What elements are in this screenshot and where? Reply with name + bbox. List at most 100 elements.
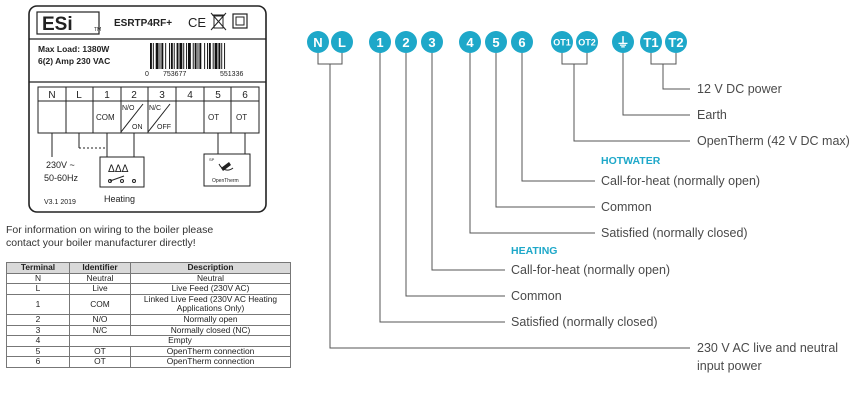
cell-terminal: 6 <box>6 356 70 368</box>
plate-terminal-4: 4 <box>187 90 193 101</box>
logo-box <box>36 11 100 35</box>
cell-terminal: L <box>6 283 70 295</box>
badge-ot2: OT2 <box>576 31 598 53</box>
plate-terminal-n: N <box>48 90 55 101</box>
header-identifier: Identifier <box>69 262 131 274</box>
badge-2: 2 <box>395 31 417 53</box>
frequency-label: 50-60Hz <box>44 173 79 183</box>
badge-text: ⏚ <box>616 35 629 50</box>
info-line-2: contact your boiler manufacturer directl… <box>6 237 196 249</box>
svg-text:SP: SP <box>209 157 215 162</box>
description-line: OpenTherm connection <box>166 356 255 367</box>
ot-label-5: OT <box>208 113 219 122</box>
label-power-line2: input power <box>697 359 762 373</box>
badge-ot1: OT1 <box>551 31 573 53</box>
label-hw-satisfied: Satisfied (normally closed) <box>601 226 748 240</box>
badge-text: N <box>313 35 322 50</box>
cell-description: Normally open <box>130 313 291 326</box>
label-h-call-for-heat: Call-for-heat (normally open) <box>511 263 670 277</box>
badge-3: 3 <box>421 31 443 53</box>
section-hotwater: HOTWATER <box>601 155 661 167</box>
label-12v: 12 V DC power <box>697 82 782 96</box>
plate-terminal-3: 3 <box>159 90 165 101</box>
trademark: TM <box>94 27 101 33</box>
label-h-common: Common <box>511 289 562 303</box>
label-earth: Earth <box>697 108 727 122</box>
leader-lines <box>317 53 690 349</box>
barcode-right: 551336 <box>220 71 243 78</box>
section-heating: HEATING <box>511 245 557 257</box>
badge-text: OT1 <box>553 38 571 48</box>
description-line: Applications Only) <box>176 303 245 314</box>
opentherm-icon: SP OpenTherm <box>209 157 239 184</box>
badge-text: 4 <box>466 35 474 50</box>
off-label: OFF <box>157 124 171 131</box>
cell-terminal: 5 <box>6 345 70 358</box>
plate-wiring <box>51 133 251 188</box>
label-opentherm: OpenTherm (42 V DC max) <box>697 134 850 148</box>
brand-logo: ESi <box>42 14 73 35</box>
max-load: Max Load: 1380W <box>38 44 110 54</box>
cell-identifier: OT <box>69 356 131 368</box>
badge-t2: T2 <box>665 31 687 53</box>
plate-terminal-1: 1 <box>104 90 110 101</box>
description-line: Normally closed (NC) <box>170 324 251 335</box>
cell-identifier: COM <box>69 293 131 315</box>
description-line: Live Feed (230V AC) <box>171 283 250 294</box>
cell-identifier: N/C <box>69 324 131 337</box>
plate-terminal-5: 5 <box>215 90 221 101</box>
cell-description: OpenTherm connection <box>130 345 291 358</box>
badge-text: 6 <box>518 35 525 50</box>
badge-l: L <box>331 31 353 53</box>
badge-5: 5 <box>485 31 507 53</box>
description-line: Linked Live Feed (230V AC Heating <box>143 293 278 304</box>
badge-t1: T1 <box>640 31 662 53</box>
badge-text: 5 <box>492 35 499 50</box>
label-hw-call-for-heat: Call-for-heat (normally open) <box>601 174 760 188</box>
badge-text: OT2 <box>578 38 596 48</box>
no-label: N/O <box>122 105 135 112</box>
version-label: V3.1 2019 <box>44 199 76 206</box>
barcode-left: 0 <box>145 71 149 78</box>
amp-rating: 6(2) Amp 230 VAC <box>38 56 110 66</box>
header-terminal: Terminal <box>6 262 70 274</box>
cell-description: Empty <box>69 335 291 347</box>
barcode <box>150 43 226 69</box>
badge-text: 1 <box>376 35 383 50</box>
opentherm-text: OpenTherm <box>212 178 239 184</box>
barcode-mid: 753677 <box>163 71 186 78</box>
ot-label-6: OT <box>236 113 247 122</box>
header-description: Description <box>130 262 291 274</box>
cell-terminal: 3 <box>6 324 70 337</box>
info-line-1: For information on wiring to the boiler … <box>6 224 214 236</box>
cell-description: Normally closed (NC) <box>130 324 291 337</box>
flame-icon: ᐃᐃᐃ <box>108 164 129 175</box>
badge-earth: ⏚ <box>612 31 634 53</box>
heating-label: Heating <box>104 194 135 204</box>
badge-text: T2 <box>668 35 683 50</box>
device-plate: ESi TM ESRTP4RF+ CE Max Load: 1380W 6(2)… <box>28 5 267 213</box>
ce-mark: CE <box>188 15 206 30</box>
model-number: ESRTP4RF+ <box>114 18 172 29</box>
weee-bin-icon <box>210 12 227 31</box>
on-label: ON <box>132 124 143 131</box>
plate-terminal-2: 2 <box>131 90 137 101</box>
badge-6: 6 <box>511 31 533 53</box>
description-line: Normally open <box>183 313 238 324</box>
cell-terminal: 2 <box>6 313 70 326</box>
badge-text: L <box>338 35 346 50</box>
cell-description: Live Feed (230V AC) <box>130 283 291 295</box>
badge-4: 4 <box>459 31 481 53</box>
nc-label: N/C <box>149 105 161 112</box>
